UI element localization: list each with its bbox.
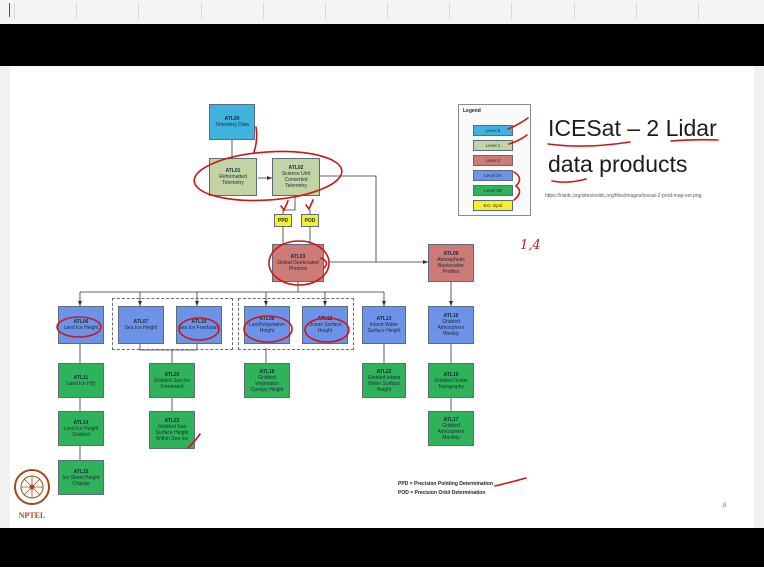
bottom-strip <box>0 567 764 573</box>
nptel-emblem-icon <box>14 469 50 505</box>
abbr-pod: POD = Precision Orbit Determination <box>398 490 486 496</box>
top-bar-cells <box>14 3 760 19</box>
node-atl18-id: ATL18 <box>259 368 275 375</box>
legend: Legend Level 0 Level 1 Level 2 Level 3A … <box>458 104 531 216</box>
node-atl12-desc: Ocean Surface Height <box>308 322 342 334</box>
node-atl13-desc: Inland Water Surface Height <box>367 322 401 334</box>
node-atl03[interactable]: ATL03 Global Geolocated Photons <box>272 244 324 282</box>
node-atl00-desc: Telemetry Data <box>215 122 249 128</box>
node-atl09[interactable]: ATL09 Atmospheric Backscatter Profiles <box>428 244 474 282</box>
node-atl14-id: ATL14 <box>73 419 89 426</box>
node-atl11[interactable]: ATL11 Land Ice H(t) <box>58 363 104 398</box>
node-atl02-desc: Science Unit Converted Telemetry <box>281 171 311 189</box>
node-atl09-id: ATL09 <box>443 251 459 257</box>
node-atl17[interactable]: ATL17 Gridded Atmosphere Monthly <box>428 411 474 446</box>
legend-title: Legend <box>463 108 481 114</box>
node-atl21[interactable]: ATL21 Gridded Sea Surface Height Within … <box>149 411 195 449</box>
legend-item-level3b: Level 3B <box>473 185 513 196</box>
node-atl13[interactable]: ATL13 Inland Water Surface Height <box>362 306 406 344</box>
node-atl16-desc: Gridded Atmosphere Weekly <box>437 319 465 337</box>
node-atl21-desc: Gridded Sea Surface Height Within Sea Ic… <box>155 424 189 442</box>
node-atl06[interactable]: ATL06 Land Ice Height <box>58 306 104 344</box>
group-sea-ice <box>112 298 233 350</box>
node-atl00-id: ATL00 <box>224 116 240 122</box>
browser-top-bar <box>0 0 764 25</box>
node-atl11-id: ATL11 <box>73 374 89 381</box>
node-atl07-id: ATL07 <box>133 319 149 325</box>
video-letterbox-top <box>0 24 764 66</box>
node-atl13-id: ATL13 <box>376 316 392 322</box>
abbreviations: PPD = Precision Pointing Determination P… <box>398 480 493 498</box>
slide-title-line1: ICESat – 2 Lidar <box>548 115 717 141</box>
node-atl18-desc: Gridded Vegetation Canopy Height <box>250 374 284 393</box>
node-atl22-id: ATL22 <box>376 368 392 375</box>
node-atl10[interactable]: ATL10 Sea Ice Freeboard <box>176 306 222 344</box>
node-atl02[interactable]: ATL02 Science Unit Converted Telemetry <box>272 158 320 196</box>
node-atl20-id: ATL20 <box>164 371 180 378</box>
node-atl16[interactable]: ATL16 Gridded Atmosphere Weekly <box>428 306 474 344</box>
node-atl11-desc: Land Ice H(t) <box>66 380 96 387</box>
node-atl14[interactable]: ATL14 Land Ice Height Gridded <box>58 411 104 446</box>
source-url[interactable]: https://nsidc.org/sites/nsidc.org/files/… <box>545 193 702 199</box>
group-land-vegetation <box>238 298 354 350</box>
node-atl12[interactable]: ATL12 Ocean Surface Height <box>302 306 348 344</box>
text-cursor <box>9 3 10 17</box>
legend-item-level0: Level 0 <box>473 125 513 136</box>
node-atl03-desc: Global Geolocated Photons <box>277 260 319 272</box>
node-pod[interactable]: POD <box>301 214 319 227</box>
node-atl17-desc: Gridded Atmosphere Monthly <box>437 422 465 441</box>
handwritten-note: 1,4 <box>520 238 541 253</box>
legend-item-level1: Level 1 <box>473 140 513 151</box>
node-pod-id: POD <box>304 217 316 224</box>
node-atl08-desc: Land/Vegetation Height <box>248 322 286 334</box>
node-atl08[interactable]: ATL08 Land/Vegetation Height <box>244 306 290 344</box>
node-atl09-desc: Atmospheric Backscatter Profiles <box>437 257 465 275</box>
node-atl20-desc: Gridded Sea Ice Freeboard <box>153 377 191 390</box>
node-atl10-desc: Sea Ice Freeboard <box>178 325 220 331</box>
nptel-logo: NPTEL <box>12 466 52 522</box>
node-atl14-desc: Land Ice Height Gridded <box>63 425 99 438</box>
node-atl16-id: ATL16 <box>443 313 459 319</box>
abbr-ppd: PPD = Precision Pointing Determination <box>398 481 493 487</box>
nptel-logo-text: NPTEL <box>18 511 46 520</box>
video-letterbox-bottom <box>0 528 764 573</box>
node-atl15-id: ATL15 <box>73 468 89 475</box>
node-atl22[interactable]: ATL22 Gridded Inland Water Surface Heigh… <box>362 363 406 398</box>
node-atl20[interactable]: ATL20 Gridded Sea Ice Freeboard <box>149 363 195 398</box>
node-atl19-desc: Gridded Ocean Topography <box>434 377 468 390</box>
node-atl06-desc: Land Ice Height <box>63 325 99 331</box>
node-atl15-desc: Ice Sheet Height Change <box>62 474 100 487</box>
page-number: 8 <box>723 503 727 509</box>
legend-item-level2: Level 2 <box>473 155 513 166</box>
slide-edge-left <box>0 66 10 528</box>
node-ppd[interactable]: PPD <box>274 214 292 227</box>
node-atl22-desc: Gridded Inland Water Surface Height <box>367 374 401 393</box>
node-atl15[interactable]: ATL15 Ice Sheet Height Change <box>58 460 104 495</box>
node-atl00[interactable]: ATL00 Telemetry Data <box>209 104 255 140</box>
node-atl18[interactable]: ATL18 Gridded Vegetation Canopy Height <box>244 363 290 398</box>
node-atl01-desc: Reformatted Telemetry <box>219 174 247 186</box>
node-atl19-id: ATL19 <box>443 371 459 378</box>
legend-item-level3a: Level 3A <box>473 170 513 181</box>
node-atl01[interactable]: ATL01 Reformatted Telemetry <box>209 158 257 196</box>
node-atl19[interactable]: ATL19 Gridded Ocean Topography <box>428 363 474 398</box>
legend-item-ext-input: Ext. Input <box>473 200 513 211</box>
node-atl07-desc: Sea Ice Height <box>124 325 158 331</box>
node-atl21-id: ATL21 <box>164 418 180 424</box>
slide-edge-right <box>754 66 764 528</box>
node-atl07[interactable]: ATL07 Sea Ice Height <box>118 306 164 344</box>
node-atl17-id: ATL17 <box>443 416 459 423</box>
slide-title: ICESat – 2 Lidar data products <box>548 110 717 182</box>
node-ppd-id: PPD <box>277 217 289 224</box>
slide-title-line2: data products <box>548 151 688 177</box>
